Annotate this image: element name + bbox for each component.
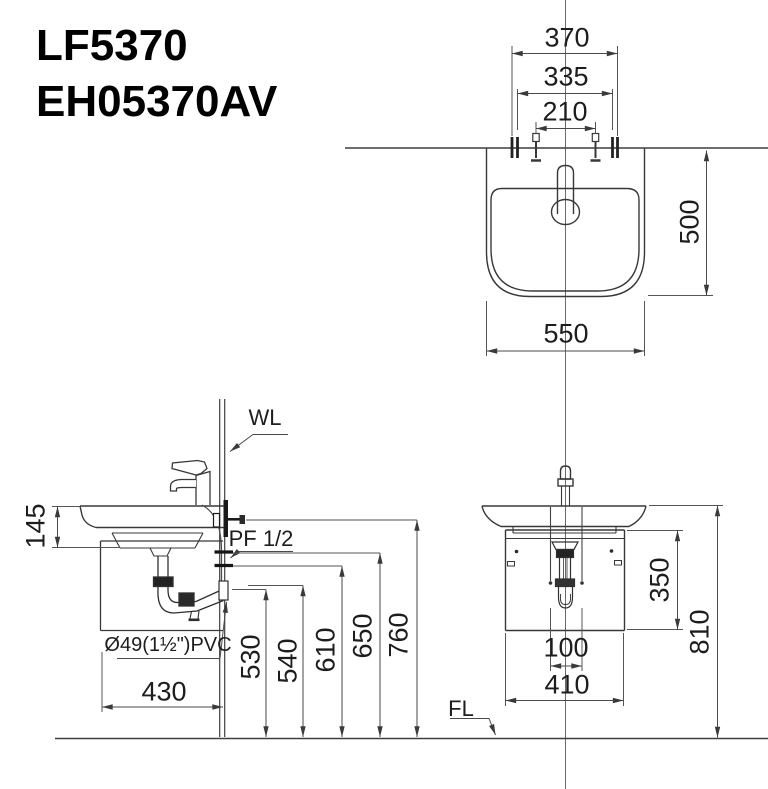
front-view-geometry bbox=[481, 465, 647, 632]
dim-label-760: 760 bbox=[383, 612, 414, 658]
drain-pipe-leader bbox=[117, 601, 228, 659]
plan-view-geometry bbox=[485, 148, 646, 298]
dim-label-100: 100 bbox=[543, 632, 589, 663]
side-view-cabinet bbox=[99, 540, 223, 632]
wall-line-label: WL bbox=[248, 405, 282, 430]
side-view-p-trap bbox=[152, 556, 229, 622]
side-view-supply-stubs bbox=[214, 550, 233, 568]
dim-label-350: 350 bbox=[644, 557, 675, 603]
floor-leader bbox=[450, 718, 496, 736]
side-view-sink bbox=[79, 505, 225, 557]
dim-label-410: 410 bbox=[544, 669, 590, 700]
front-view-dimension-lines bbox=[505, 505, 721, 738]
dim-label-430: 430 bbox=[141, 676, 187, 707]
side-view-wall-line bbox=[219, 399, 226, 737]
dim-label-610: 610 bbox=[310, 627, 341, 673]
front-view-drain-trap bbox=[551, 541, 579, 609]
dim-label-810: 810 bbox=[684, 609, 715, 655]
dim-label-650: 650 bbox=[347, 613, 378, 659]
plan-view-faucet-screws bbox=[531, 132, 601, 162]
front-view-knobs bbox=[514, 549, 614, 554]
side-view-mount-bracket bbox=[212, 500, 245, 537]
dim-label-370: 370 bbox=[544, 22, 590, 53]
floor-line-label: FL bbox=[448, 696, 474, 721]
side-view-faucet bbox=[169, 459, 211, 505]
dim-label-335: 335 bbox=[543, 61, 589, 92]
dim-label-210: 210 bbox=[542, 96, 588, 127]
product-code-cabinet: EH05370AV bbox=[36, 77, 278, 126]
dim-label-550: 550 bbox=[543, 318, 589, 349]
dim-label-145: 145 bbox=[20, 503, 51, 549]
dim-label-500: 500 bbox=[674, 199, 705, 245]
front-view-supply-hoses bbox=[548, 507, 584, 585]
product-code-basin: LF5370 bbox=[36, 21, 188, 70]
front-view-extension-lines bbox=[505, 505, 723, 706]
side-view-extension-lines bbox=[52, 506, 417, 712]
dim-label-540: 540 bbox=[272, 638, 303, 684]
wall-leader bbox=[229, 434, 288, 452]
dim-label-530: 530 bbox=[235, 634, 266, 680]
supply-leader bbox=[230, 548, 293, 559]
plan-view-mounting-ticks bbox=[510, 137, 619, 158]
plan-view-dimension-lines bbox=[486, 50, 710, 354]
supply-thread-label: PF 1/2 bbox=[228, 526, 294, 551]
side-view-dimension-lines bbox=[54, 506, 420, 738]
drain-pipe-label: Ø49(1½")PVC bbox=[104, 634, 232, 656]
